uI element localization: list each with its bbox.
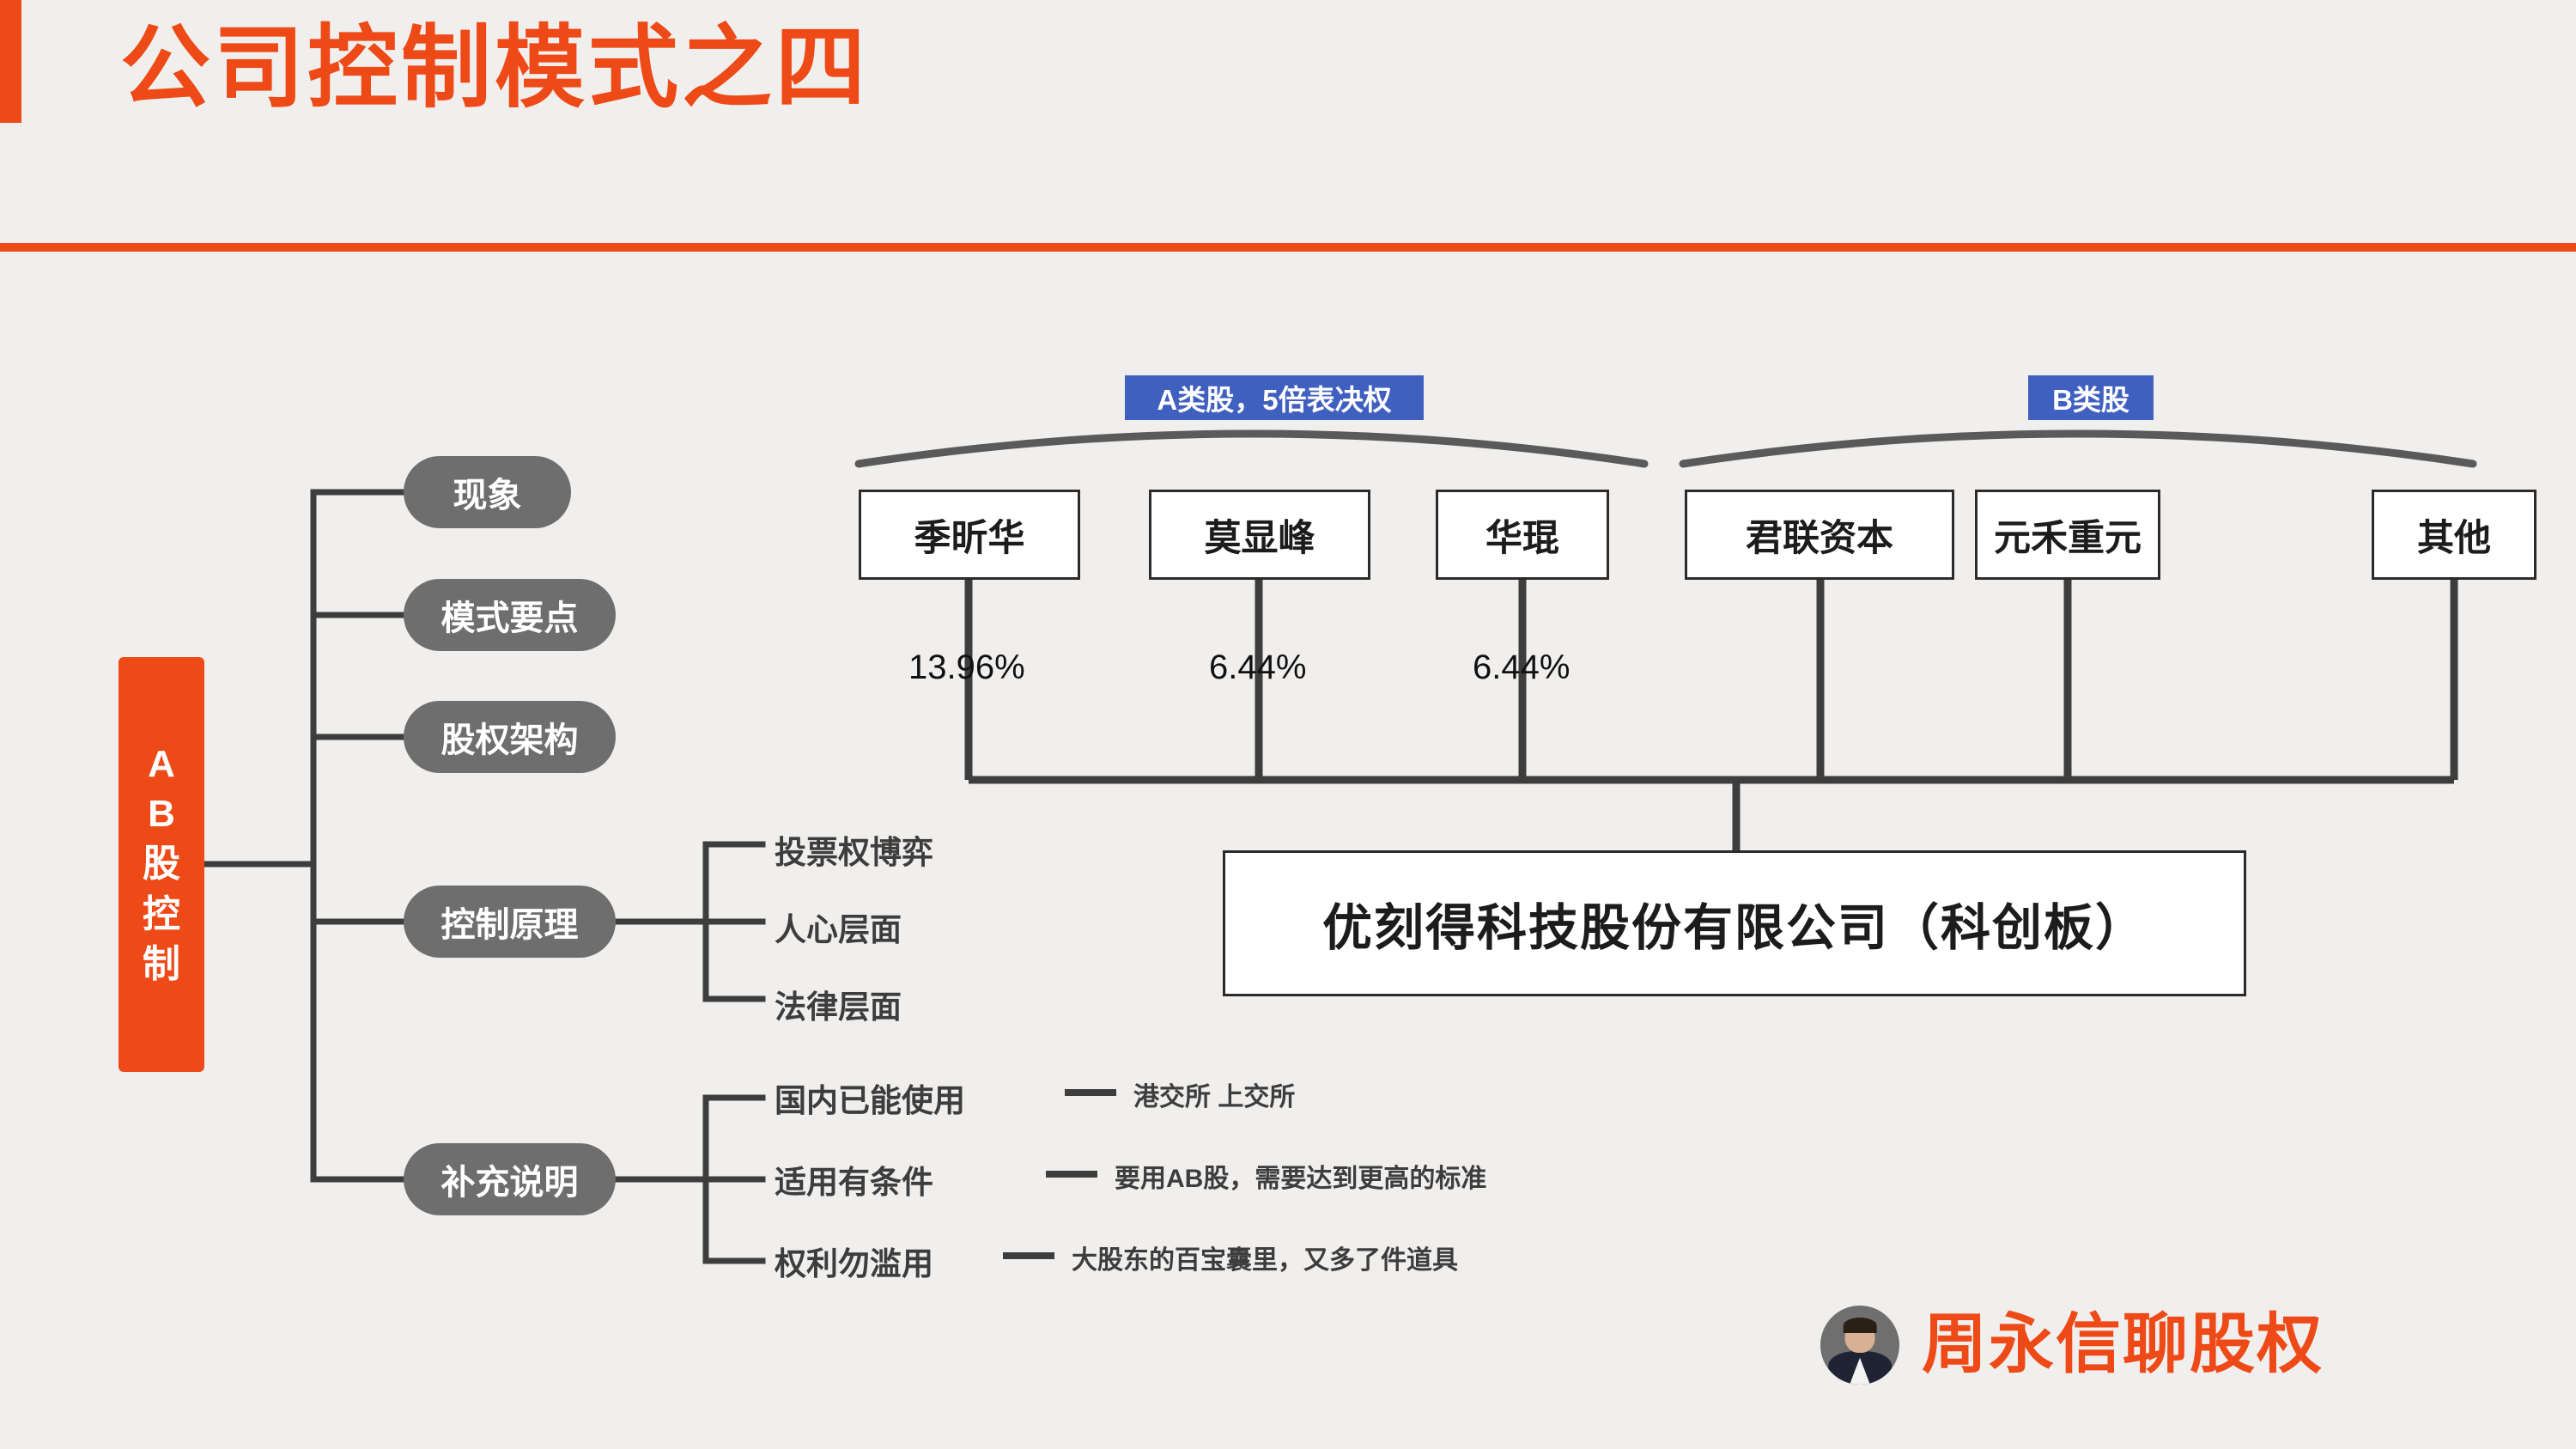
mindmap-branch-label: 模式要点 [440, 600, 579, 637]
class-label-b-text: B类股 [2052, 384, 2129, 416]
mindmap-branch-label: 股权架构 [440, 721, 579, 759]
mindmap-branch-moshiyaodian[interactable]: 模式要点 [404, 579, 616, 651]
ownership-percent-moxianfeng: 6.44% [1209, 648, 1307, 686]
mindmap-note-quanliwulanyong: 大股东的百宝囊里，又多了件道具 [1072, 1246, 1458, 1275]
mindmap-note-guoneiyinengshiyong: 港交所 上交所 [1133, 1083, 1296, 1111]
ownership-percent-jixinhua: 13.96% [908, 648, 1025, 686]
shareholder-name: 元禾重元 [1994, 517, 2142, 559]
shareholder-box-jixinhua[interactable]: 季昕华 [859, 490, 1080, 580]
class-label-a: A类股，5倍表决权 [1125, 375, 1424, 420]
mindmap-branch-kongzhiyuanli[interactable]: 控制原理 [404, 886, 616, 958]
company-name: 优刻得科技股份有限公司（科创板） [1321, 900, 2147, 956]
accent-bar [0, 0, 21, 123]
shareholder-box-qita[interactable]: 其他 [2372, 490, 2537, 580]
class-label-a-text: A类股，5倍表决权 [1157, 384, 1392, 416]
shareholder-name: 季昕华 [914, 517, 1025, 559]
shareholder-name: 莫显峰 [1204, 517, 1315, 559]
class-label-b: B类股 [2028, 375, 2154, 420]
mindmap-branch-xianxiang[interactable]: 现象 [404, 456, 571, 528]
brand-watermark: 周永信聊股权 [1820, 1306, 2324, 1385]
shareholder-box-yuanhezhongyuan[interactable]: 元禾重元 [1975, 490, 2160, 580]
shareholder-name: 华琨 [1485, 517, 1559, 559]
mindmap-branch-buchongshuoming[interactable]: 补充说明 [404, 1143, 616, 1215]
avatar-hair [1843, 1317, 1877, 1334]
mindmap-leaf-toupiaoquanboyi: 投票权博弈 [775, 835, 933, 870]
mindmap-leaf-renxincengmian: 人心层面 [775, 912, 902, 947]
mindmap-leaf-shiyongyoutiaojian: 适用有条件 [775, 1165, 933, 1200]
mindmap-leaf-falvcengmian: 法律层面 [775, 989, 902, 1025]
header-divider [0, 243, 2576, 252]
mindmap-branch-label: 补充说明 [440, 1164, 579, 1202]
mindmap-branch-guquanjiagou[interactable]: 股权架构 [404, 701, 616, 773]
shareholder-box-huakun[interactable]: 华琨 [1436, 490, 1609, 580]
avatar [1820, 1306, 1899, 1385]
shareholder-name: 其他 [2417, 517, 2491, 559]
mindmap-leaf-quanliwulanyong: 权利勿滥用 [775, 1246, 933, 1282]
shareholder-box-junlianziben[interactable]: 君联资本 [1685, 490, 1954, 580]
page-title: 公司控制模式之四 [120, 18, 870, 119]
shareholder-box-moxianfeng[interactable]: 莫显峰 [1149, 490, 1370, 580]
company-box[interactable]: 优刻得科技股份有限公司（科创板） [1223, 850, 2246, 996]
mindmap-branch-label: 控制原理 [440, 906, 579, 944]
brand-name: 周永信聊股权 [1922, 1308, 2324, 1381]
ownership-percent-huakun: 6.44% [1473, 648, 1571, 686]
mindmap-note-shiyongyoutiaojian: 要用AB股，需要达到更高的标准 [1115, 1165, 1487, 1193]
mindmap-leaf-guoneiyinengshiyong: 国内已能使用 [775, 1083, 965, 1118]
mindmap-branch-label: 现象 [453, 477, 522, 514]
shareholder-name: 君联资本 [1746, 517, 1893, 559]
